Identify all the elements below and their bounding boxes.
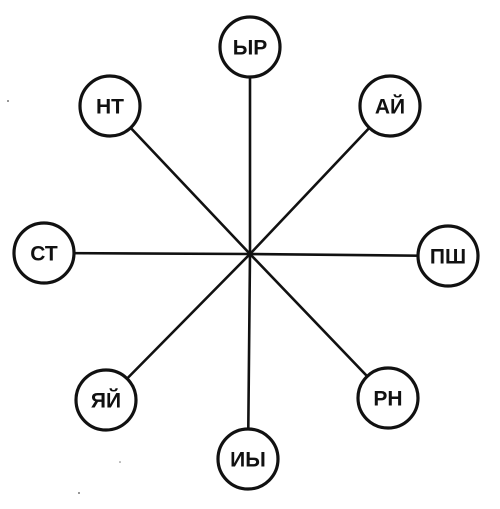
- speck: [78, 492, 80, 494]
- node-top-right: АЙ: [358, 74, 422, 138]
- scan-specks: [7, 100, 121, 494]
- node-top-left-label: НТ: [96, 96, 124, 119]
- node-top-left: НТ: [78, 74, 142, 138]
- node-right-circle: [416, 224, 480, 288]
- nodes: ЫР АЙ ПШ РН ИЫ ЯЙ СТ НТ: [12, 15, 480, 491]
- node-top-left-circle: [78, 74, 142, 138]
- speck: [119, 461, 121, 463]
- node-top-right-label: АЙ: [375, 95, 405, 119]
- spoke-top-left: [108, 104, 252, 256]
- spoke-bottom-left: [104, 252, 252, 402]
- node-left-label: СТ: [30, 243, 58, 266]
- speck: [7, 100, 9, 102]
- spokes: [42, 45, 450, 461]
- node-bottom-right: РН: [356, 366, 420, 430]
- node-left: СТ: [12, 221, 76, 285]
- node-right: ПШ: [416, 224, 480, 288]
- node-top-circle: [218, 15, 282, 79]
- spoke-left: [42, 251, 252, 256]
- node-left-circle: [12, 221, 76, 285]
- node-bottom-right-circle: [356, 366, 420, 430]
- node-bottom-left-circle: [74, 368, 138, 432]
- node-bottom-left: ЯЙ: [74, 368, 138, 432]
- node-top: ЫР: [218, 15, 282, 79]
- node-top-label: ЫР: [233, 37, 268, 60]
- spoke-right: [248, 252, 450, 258]
- node-bottom: ИЫ: [216, 427, 280, 491]
- spoke-bottom-right: [248, 252, 390, 400]
- node-right-label: ПШ: [430, 246, 466, 269]
- node-bottom-right-label: РН: [373, 388, 402, 411]
- node-bottom-circle: [216, 427, 280, 491]
- spoke-top-right: [248, 104, 392, 256]
- node-bottom-left-label: ЯЙ: [91, 389, 121, 413]
- node-top-right-circle: [358, 74, 422, 138]
- spoke-bottom: [246, 252, 252, 461]
- node-bottom-label: ИЫ: [230, 449, 266, 472]
